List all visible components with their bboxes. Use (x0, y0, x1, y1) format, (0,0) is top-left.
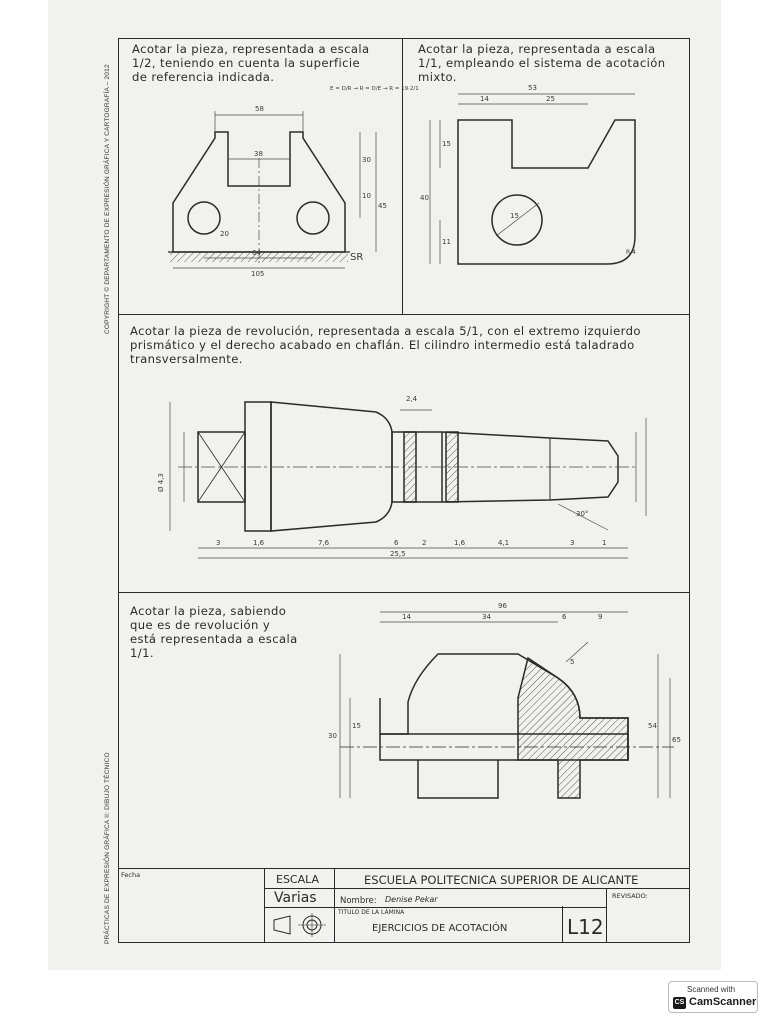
ex3-dim-7-6: 7,6 (318, 539, 330, 547)
ex3-dim-1-6b: 1,6 (454, 539, 466, 547)
scanned-page (48, 0, 721, 970)
ex2-part-outline (457, 119, 636, 265)
school-name: ESCUELA POLITECNICA SUPERIOR DE ALICANTE (364, 873, 639, 887)
tb-v-2 (334, 868, 336, 943)
scanner-brand: CamScanner (689, 996, 757, 1008)
ex3-collar (244, 401, 272, 532)
ex3-taper (270, 401, 393, 532)
revisado-label: REVISADO: (612, 892, 648, 900)
ex1-dim-30: 30 (362, 156, 371, 164)
fecha-label: Fecha (121, 871, 141, 879)
ex4-part-lower (417, 760, 499, 799)
ex1-hole-left (187, 201, 221, 235)
scanner-caption: Scanned with (687, 985, 736, 994)
titulo-label: TITULO DE LA LÁMINA (338, 909, 405, 916)
camscanner-logo-icon: CS (673, 997, 686, 1009)
ex3-dim-30deg: 30° (576, 510, 588, 518)
sheet-number: L12 (567, 915, 604, 939)
course-text: PRÁCTICAS DE EXPRESIÓN GRÁFICA II: DIBUJ… (104, 752, 111, 944)
ex2-dim-15: 15 (442, 140, 451, 148)
ex2-dim-53: 53 (528, 84, 537, 92)
ex2-dim-15b: 15 (510, 212, 519, 220)
ex3-dim-3: 3 (216, 539, 220, 547)
drawing-sheet (118, 38, 690, 943)
tb-v-1 (264, 868, 266, 943)
ex3-dim-total: 25,5 (390, 550, 406, 558)
tb-h-1 (264, 888, 690, 890)
escala-value: Varias (274, 890, 317, 906)
ex4-dim-96: 96 (498, 602, 507, 610)
ex4-dim-34: 34 (482, 613, 491, 621)
ex3-dim-4-1: 4,1 (498, 539, 509, 547)
ex1-dim-64: 64 (252, 249, 261, 257)
ex2-dim-11: 11 (442, 238, 451, 246)
ex1-part-outline (172, 131, 346, 253)
ex3-dim-1b: 1 (602, 539, 606, 547)
camscanner-badge: Scanned with CS CamScanner (668, 981, 758, 1013)
ex4-dim-30: 30 (328, 732, 337, 740)
ex4-dim-9: 9 (598, 613, 602, 621)
divider-h-2 (118, 592, 690, 594)
ex1-dim-105: 105 (251, 270, 264, 278)
nombre-label: Nombre: (340, 896, 377, 906)
ex3-end (441, 431, 619, 503)
ex1-dim-38: 38 (254, 150, 263, 158)
ex2-dim-40: 40 (420, 194, 429, 202)
ex2-dim-r4: R 4 (626, 249, 636, 256)
ex4-dim-14: 14 (402, 613, 411, 621)
ex3-dim-phi: Ø 4,3 (157, 473, 165, 492)
ex1-sr-label: SR (350, 252, 363, 263)
nombre-value: Denise Pekar (385, 895, 438, 904)
ex3-dim-2: 2 (422, 539, 426, 547)
ex3-dim-6: 6 (394, 539, 399, 547)
titulo-value: EJERCICIOS DE ACOTACIÓN (372, 923, 508, 934)
ex4-dim-5: 5 (570, 658, 574, 666)
ex4-dim-6: 6 (562, 613, 567, 621)
ex4-hub-hatch (517, 656, 629, 799)
escala-label: ESCALA (276, 873, 320, 886)
copyright-text: COPYRIGHT © DEPARTAMENTO DE EXPRESIÓN GR… (104, 64, 111, 334)
ex3-dim-2-4: 2,4 (406, 395, 418, 403)
ex3-dim-3b: 3 (570, 539, 574, 547)
projection-symbol-icon (273, 913, 326, 937)
ex2-dim-14: 14 (480, 95, 489, 103)
ex2-hole (491, 194, 543, 246)
exercise-3-text: Acotar la pieza de revolución, represent… (130, 324, 641, 366)
ex1-dim-10: 10 (362, 192, 371, 200)
divider-h-3 (118, 868, 690, 870)
ex1-hole-right (296, 201, 330, 235)
divider-h-1 (118, 314, 690, 316)
tb-v-3 (562, 906, 564, 943)
divider-v-top (402, 38, 404, 314)
technical-drawings: 58 38 30 10 45 20 64 105 SR E = D/R → R … (157, 84, 681, 799)
ex3-dim-1-6: 1,6 (253, 539, 265, 547)
ex1-note: E = D/R → R = D/E → R = 19·2/1 (330, 86, 419, 92)
ex4-dim-65: 65 (672, 736, 681, 744)
ex1-dim-58: 58 (255, 105, 264, 113)
ex1-dim-20: 20 (220, 230, 229, 238)
ex2-dim-25: 25 (546, 95, 555, 103)
ex1-dim-45: 45 (378, 202, 387, 210)
tb-h-2 (264, 907, 606, 909)
tb-v-4 (606, 888, 608, 943)
ex4-dim-54: 54 (648, 722, 657, 730)
ex4-dim-15: 15 (352, 722, 361, 730)
